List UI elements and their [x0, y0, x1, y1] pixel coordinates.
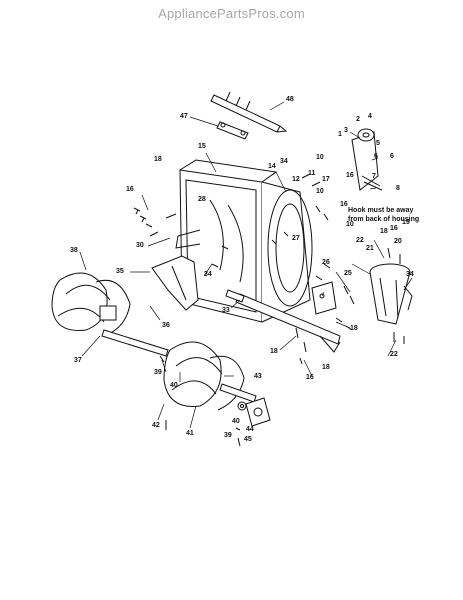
part-label-37: 37 [74, 357, 82, 364]
part-label-34c: 34 [406, 271, 414, 278]
part-label-30: 30 [136, 242, 144, 249]
bottom-rail [225, 289, 341, 353]
part-label-16d: 16 [390, 225, 398, 232]
housing-note: Hook must be away from back of housing [348, 206, 419, 224]
drive-shaft [210, 91, 288, 133]
part-label-45: 45 [244, 436, 252, 443]
part-label-36: 36 [162, 322, 170, 329]
part-label-17: 17 [322, 176, 330, 183]
part-label-16c: 16 [340, 201, 348, 208]
part-label-14: 14 [268, 163, 276, 170]
part-label-47: 47 [180, 113, 188, 120]
part-label-16b: 16 [126, 186, 134, 193]
part-label-6a: 6 [374, 153, 378, 160]
part-label-8: 8 [396, 185, 400, 192]
part-label-2: 2 [356, 116, 360, 123]
part-label-25: 25 [344, 270, 352, 277]
chute-assembly [369, 263, 413, 325]
part-label-20: 20 [394, 238, 402, 245]
part-label-26: 26 [322, 259, 330, 266]
part-label-7: 7 [372, 173, 376, 180]
part-label-40a: 40 [170, 382, 178, 389]
part-label-15: 15 [198, 143, 206, 150]
paddle-35 [151, 255, 199, 311]
watermark: AppliancePartsPros.com [158, 6, 305, 21]
part-label-18b: 18 [380, 228, 388, 235]
auger-housing [175, 159, 313, 323]
part-label-21: 21 [366, 245, 374, 252]
part-label-18c: 18 [350, 325, 358, 332]
part-label-16e: 16 [306, 374, 314, 381]
part-label-10a: 10 [316, 154, 324, 161]
part-label-10c: 10 [346, 221, 354, 228]
part-label-18d: 18 [270, 348, 278, 355]
part-label-42: 42 [152, 422, 160, 429]
part-label-28: 28 [198, 196, 206, 203]
hardware [133, 173, 405, 447]
part-label-34b: 34 [204, 271, 212, 278]
part-label-39a: 39 [154, 369, 162, 376]
part-label-22a: 22 [356, 237, 364, 244]
part-label-11: 11 [308, 170, 316, 177]
part-label-35: 35 [116, 268, 124, 275]
part-label-43: 43 [254, 373, 262, 380]
part-label-18e: 18 [322, 364, 330, 371]
part-label-16a: 16 [346, 172, 354, 179]
part-label-6b: 6 [390, 153, 394, 160]
part-label-39b: 39 [224, 432, 232, 439]
part-label-22b: 22 [390, 351, 398, 358]
part-label-33: 33 [222, 307, 230, 314]
note-line-1: Hook must be away [348, 207, 414, 214]
left-auger [51, 272, 169, 357]
right-auger [163, 341, 257, 411]
part-label-4: 4 [368, 113, 372, 120]
bearing-plate [237, 397, 271, 427]
part-label-34a: 34 [280, 158, 288, 165]
leader-lines [79, 101, 413, 429]
part-label-27: 27 [292, 235, 300, 242]
part-label-48: 48 [286, 96, 294, 103]
bracket-47 [216, 121, 249, 140]
part-label-44: 44 [246, 426, 254, 433]
part-label-1: 1 [338, 131, 342, 138]
part-label-10b: 10 [316, 188, 324, 195]
part-label-12: 12 [292, 176, 300, 183]
bearing-assembly [351, 128, 383, 191]
part-label-41: 41 [186, 430, 194, 437]
side-plate [311, 281, 337, 315]
note-line-2: from back of housing [348, 216, 420, 223]
part-label-40b: 40 [232, 418, 240, 425]
part-label-19: 19 [402, 219, 410, 226]
part-label-3: 3 [344, 127, 348, 134]
part-label-18a: 18 [154, 156, 162, 163]
part-label-38: 38 [70, 247, 78, 254]
part-label-5: 5 [376, 140, 380, 147]
